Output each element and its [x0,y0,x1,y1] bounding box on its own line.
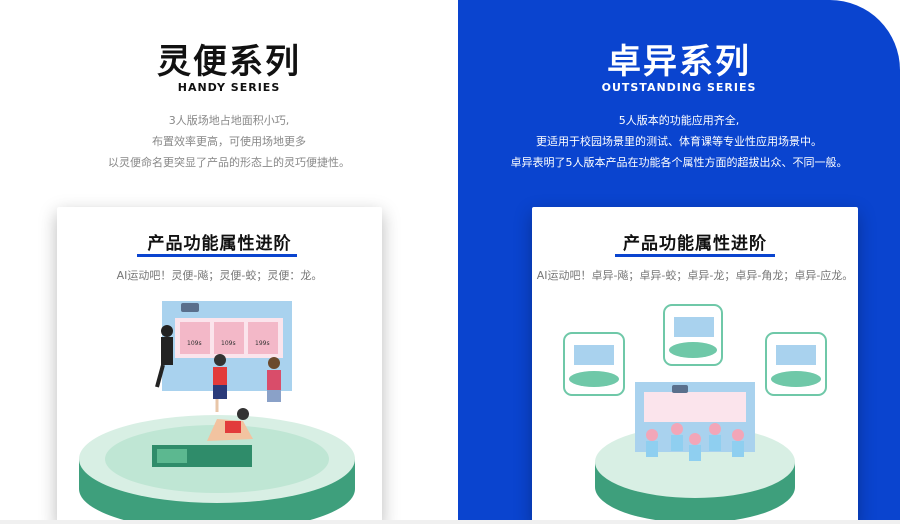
heading-underline [137,254,297,257]
outstanding-series-subtitle: OUTSTANDING SERIES [601,81,757,94]
card-text: AI运动吧！卓异-飚；卓异-蛟；卓异-龙；卓异-角龙；卓异-应龙。 [536,269,854,282]
desc-line: 布置效率更高，可使用场地更多 [152,135,306,148]
outstanding-series-section: 卓异系列 OUTSTANDING SERIES 5人版本的功能应用齐全, 更适用… [458,0,900,524]
handy-feature-card: 产品功能属性进阶 AI运动吧！灵便-飚；灵便-蛟；灵便：龙。 109s 109s… [57,207,382,524]
desc-line: 3人版场地占地面积小巧, [168,114,290,127]
score-3: 199s [255,340,270,347]
card-heading: 产品功能属性进阶 [147,234,292,254]
handy-series-description: 3人版场地占地面积小巧, 布置效率更高，可使用场地更多 以灵便命名更突显了产品的… [0,110,458,173]
score-2: 109s [221,340,236,347]
handy-series-title: 灵便系列 [157,42,301,82]
bottom-divider [0,520,900,524]
desc-line: 卓异表明了5人版本产品在功能各个属性方面的超拔出众、不同一般。 [510,156,848,169]
handy-illustration: 109s 109s 199s [79,301,355,524]
desc-line: 5人版本的功能应用齐全, [618,114,740,127]
card-text: AI运动吧！灵便-飚；灵便-蛟；灵便：龙。 [116,269,323,282]
handy-series-subtitle: HANDY SERIES [177,81,281,94]
card-heading: 产品功能属性进阶 [623,234,767,254]
camera-icon [181,303,199,312]
desc-line: 以灵便命名更突显了产品的形态上的灵巧便捷性。 [108,156,350,169]
handy-series-section: 灵便系列 HANDY SERIES 3人版场地占地面积小巧, 布置效率更高，可使… [0,42,458,524]
outstanding-series-title: 卓异系列 [607,42,751,82]
outstanding-series-description: 5人版本的功能应用齐全, 更适用于校园场景里的测试、体育课等专业性应用场景中。 … [458,110,900,173]
score-1: 109s [187,340,202,347]
camera-icon [672,385,688,393]
outstanding-illustration [563,304,827,523]
outstanding-feature-card: 产品功能属性进阶 AI运动吧！卓异-飚；卓异-蛟；卓异-龙；卓异-角龙；卓异-应… [532,207,858,524]
desc-line: 更适用于校园场景里的测试、体育课等专业性应用场景中。 [536,135,822,148]
heading-underline [615,254,775,257]
